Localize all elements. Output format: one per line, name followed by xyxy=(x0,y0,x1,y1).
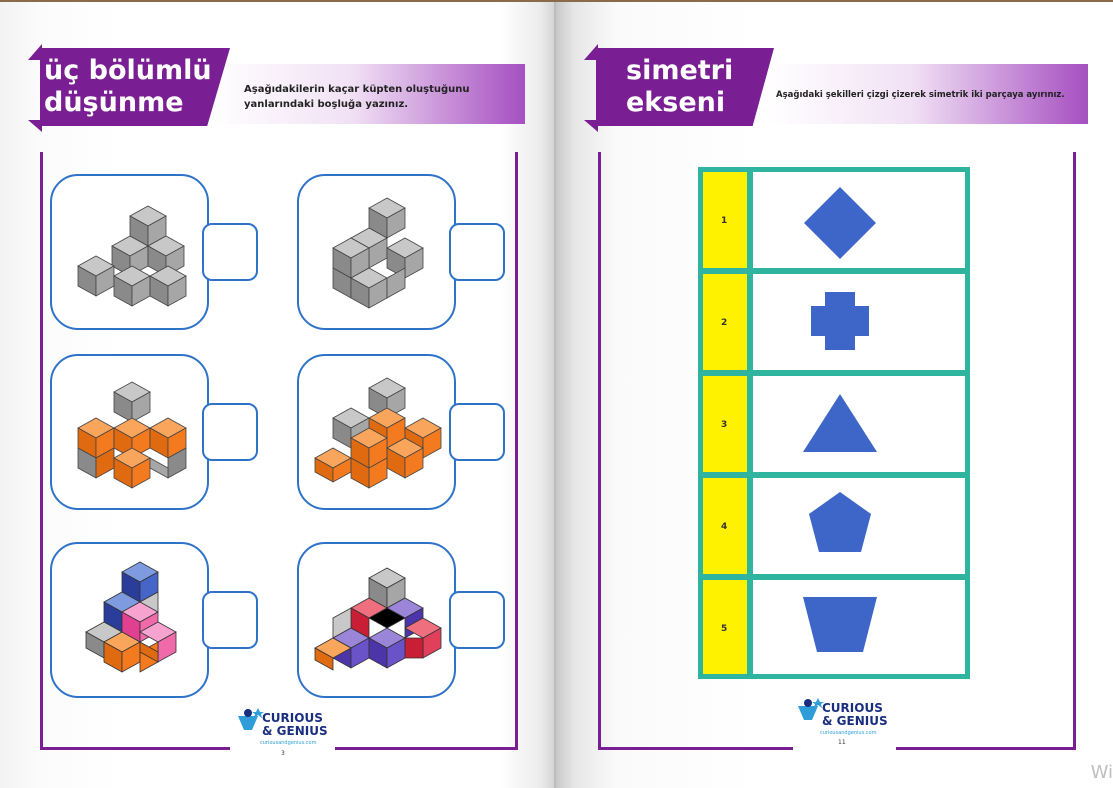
left-title-tail-bottom xyxy=(28,120,42,132)
logo-url: curiousandgenius.com xyxy=(820,730,877,736)
cube-figure-6 xyxy=(297,542,456,698)
right-banner xyxy=(768,64,1088,124)
left-frame-bottom-b xyxy=(335,747,518,750)
right-page: simetri ekseni Aşağıdaki şekilleri çizgi… xyxy=(556,2,1113,788)
row-separator-3 xyxy=(703,472,965,478)
genie-lamp-icon xyxy=(238,708,264,730)
cube-drawing-1 xyxy=(77,205,187,307)
right-frame-right xyxy=(1073,152,1076,750)
left-frame-left xyxy=(40,152,43,750)
right-title-tail-top xyxy=(584,44,598,60)
cube-drawing-3 xyxy=(77,381,187,489)
right-instruction: Aşağıdaki şekilleri çizgi çizerek simetr… xyxy=(776,90,1065,100)
left-instruction: Aşağıdakilerin kaçar küpten oluştuğunu y… xyxy=(244,82,470,112)
answer-box-2[interactable] xyxy=(449,223,505,281)
row-number-3: 3 xyxy=(721,420,728,430)
answer-box-3[interactable] xyxy=(202,403,258,461)
answer-box-4[interactable] xyxy=(449,403,505,461)
symmetry-table: 1 2 3 4 5 xyxy=(698,167,970,679)
left-title: üç bölümlü düşünme xyxy=(40,48,230,126)
genie-lamp-icon xyxy=(798,698,824,720)
answer-box-6[interactable] xyxy=(449,591,505,649)
right-title-line1: simetri xyxy=(626,55,734,86)
symmetry-shapes xyxy=(803,187,877,652)
logo-line1: CURIOUS xyxy=(262,711,323,725)
row-number-4: 4 xyxy=(721,522,728,532)
logo-line1: CURIOUS xyxy=(822,701,883,715)
right-page-number: 11 xyxy=(838,739,846,746)
left-instruction-line2: yanlarındaki boşluğa yazınız. xyxy=(244,99,409,110)
left-frame-right xyxy=(515,152,518,750)
triangle-shape[interactable] xyxy=(803,394,877,452)
cube-drawing-4 xyxy=(314,377,442,489)
row-number-1: 1 xyxy=(721,216,728,226)
book-spine xyxy=(554,2,557,788)
right-title-line2: ekseni xyxy=(626,87,726,118)
colored-cubes xyxy=(314,567,442,671)
left-page: üç bölümlü düşünme Aşağıdakilerin kaçar … xyxy=(0,2,555,788)
answer-box-1[interactable] xyxy=(202,223,258,281)
left-title-tail-top xyxy=(28,44,42,60)
row-number-2: 2 xyxy=(721,318,728,328)
left-title-line2: düşünme xyxy=(44,87,184,118)
cube-figure-2 xyxy=(297,174,456,330)
orange-gray-cubes xyxy=(77,381,187,489)
left-title-line1: üç bölümlü xyxy=(44,55,212,86)
gray-cubes xyxy=(332,197,424,309)
trapezoid-shape[interactable] xyxy=(803,597,877,652)
logo-line2: & GENIUS xyxy=(822,714,888,728)
gray-cubes xyxy=(77,205,187,307)
brand-logo-left: CURIOUS & GENIUS curiousandgenius.com xyxy=(232,702,342,752)
cube-drawing-6 xyxy=(314,567,442,671)
answer-box-5[interactable] xyxy=(202,591,258,649)
logo-url: curiousandgenius.com xyxy=(260,740,317,746)
right-frame-left xyxy=(598,152,601,750)
orange-gray-cubes xyxy=(314,377,442,489)
row-number-5: 5 xyxy=(721,624,728,634)
logo-line2: & GENIUS xyxy=(262,724,328,738)
row-separator-2 xyxy=(703,370,965,376)
right-frame-bottom-a xyxy=(598,747,793,750)
brand-logo-right: CURIOUS & GENIUS curiousandgenius.com xyxy=(792,692,902,742)
cube-drawing-2 xyxy=(332,197,424,309)
right-title-tail-bottom xyxy=(584,120,598,132)
cube-figure-5 xyxy=(50,542,209,698)
cube-drawing-5 xyxy=(85,561,177,673)
colored-cubes xyxy=(85,561,177,673)
cube-figure-1 xyxy=(50,174,209,330)
row-separator-4 xyxy=(703,574,965,580)
pentagon-shape[interactable] xyxy=(809,492,871,552)
left-frame-bottom-a xyxy=(40,747,230,750)
left-page-number: 3 xyxy=(281,750,285,757)
top-edge xyxy=(0,0,1113,2)
right-title: simetri ekseni xyxy=(596,48,774,126)
diamond-shape[interactable] xyxy=(804,187,876,259)
cube-figure-4 xyxy=(297,354,456,510)
right-frame-bottom-b xyxy=(896,747,1076,750)
cross-shape[interactable] xyxy=(811,292,869,350)
left-instruction-line1: Aşağıdakilerin kaçar küpten oluştuğunu xyxy=(244,84,470,95)
left-banner xyxy=(210,64,525,124)
corner-watermark-text: Wi xyxy=(1090,762,1113,783)
column-separator xyxy=(747,172,753,674)
number-column xyxy=(703,172,747,674)
row-separator-1 xyxy=(703,268,965,274)
cube-figure-3 xyxy=(50,354,209,510)
